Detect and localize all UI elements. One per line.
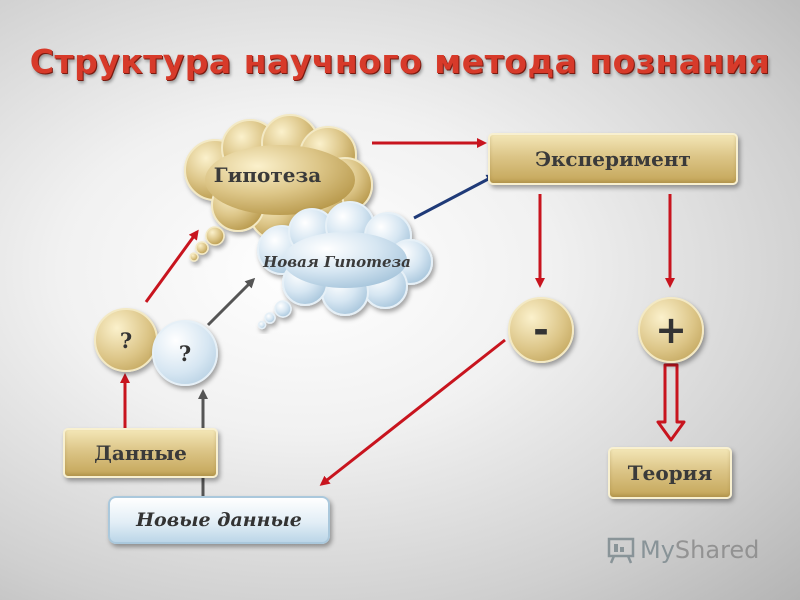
hypothesis-cloud [184, 114, 373, 241]
watermark-text-shared: Shared [674, 536, 760, 564]
arrow-new-hypothesis-to-experiment [413, 174, 497, 220]
question-circle-data: ? [94, 308, 158, 372]
negative-result-circle: - [508, 297, 574, 363]
new-hypothesis-label: Новая Гипотеза [263, 253, 411, 271]
arrow-positive-to-theory [656, 363, 686, 442]
question-circle-new-data: ? [152, 320, 218, 386]
new-data-box: Новые данные [108, 496, 330, 544]
data-box: Данные [63, 428, 218, 478]
hypothesis-label: Гипотеза [213, 163, 322, 187]
presentation-board-icon [607, 537, 635, 564]
hypothesis-cloud-bubbles [189, 226, 225, 262]
watermark-text-my: My [640, 536, 675, 564]
myshared-watermark: MyShared [606, 533, 759, 567]
arrow-negative-to-new-data [319, 338, 506, 486]
new-hypothesis-cloud [257, 201, 433, 316]
experiment-box: Эксперимент [488, 133, 738, 185]
arrow-question-to-new-hypothesis [206, 277, 256, 327]
arrow-question-to-hypothesis [144, 229, 199, 303]
page-title: Структура научного метода познания [29, 42, 771, 81]
new-hypothesis-cloud-bubbles [257, 300, 292, 330]
theory-box: Теория [608, 447, 732, 499]
positive-result-circle: + [638, 297, 704, 363]
